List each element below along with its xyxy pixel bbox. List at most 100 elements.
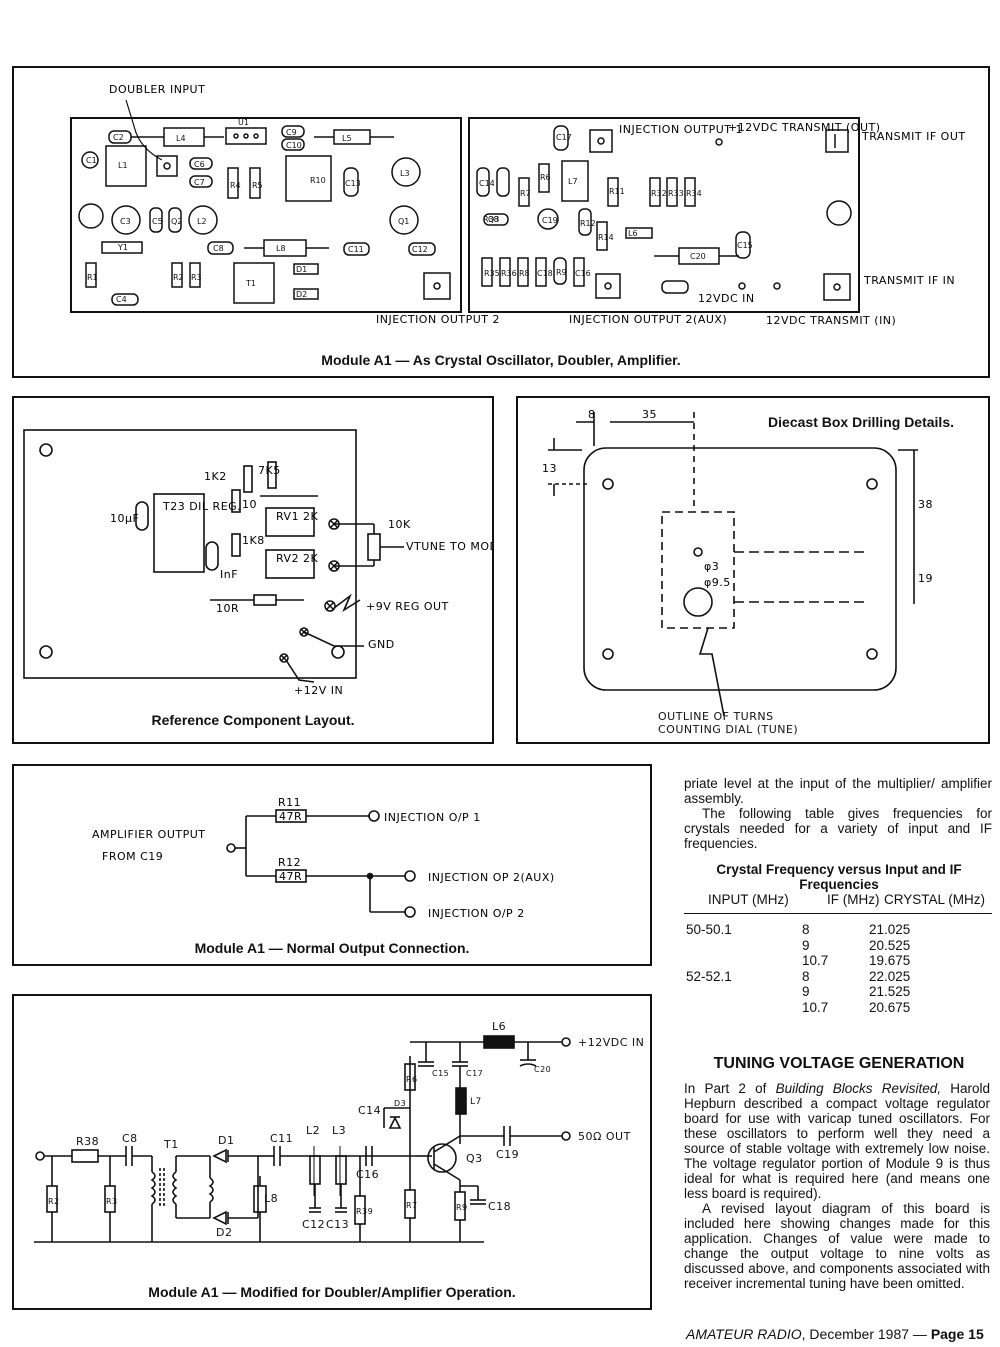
v12-in-label: +12VDC IN: [578, 1036, 644, 1049]
component-designator: C7: [194, 178, 205, 187]
component-designator: U1: [238, 118, 249, 127]
component-designator: D2: [296, 290, 307, 299]
doubler-amp-schematic: R38 C8 T1 D1 D2 C11 L2 L3 L8 R2 R3 C12 C…: [34, 1020, 644, 1243]
component-designator: C4: [116, 295, 127, 304]
reg-label: T23 DIL REG.: [162, 500, 241, 513]
r1k8-label: 1K8: [242, 534, 265, 547]
table-cell: 10.7: [802, 1000, 829, 1015]
from-c19-label: FROM C19: [102, 850, 163, 863]
component-designator: R3: [191, 273, 202, 282]
component-designator: C12: [412, 245, 428, 254]
article-paragraph-1: priate level at the input of the multipl…: [684, 776, 992, 806]
component-designator: C3: [120, 217, 131, 226]
r11-value: 47R: [279, 810, 302, 823]
dim-35: 35: [642, 408, 657, 421]
component-designator: R5: [252, 181, 263, 190]
component-designator: C9: [286, 128, 297, 137]
dim-38: 38: [918, 498, 933, 511]
rv2-label: RV2 2K: [276, 552, 319, 565]
component-designator: Q3: [488, 215, 499, 224]
drilling-details-diagram: 8 35 13 38 19 φ3 φ9.5: [542, 408, 933, 717]
table-cell: 19.675: [869, 953, 911, 969]
pcb-layout-diagram: DOUBLER INPUT: [70, 83, 966, 327]
dim-19: 19: [918, 572, 933, 585]
injection-op1-label: INJECTION O/P 1: [384, 811, 481, 824]
rv1-label: RV1 2K: [276, 510, 319, 523]
article-p3-start: In Part 2 of: [684, 1081, 776, 1096]
dim-8: 8: [588, 408, 596, 421]
t1-label: T1: [163, 1138, 179, 1151]
amp-output-label: AMPLIFIER OUTPUT: [92, 828, 206, 841]
component-designator: R32: [651, 189, 667, 198]
c19-label: C19: [496, 1148, 519, 1161]
vtune-label: VTUNE TO MODULE G1: [406, 540, 492, 553]
component-designator: L5: [342, 134, 352, 143]
c16-label: C16: [356, 1168, 379, 1181]
component-designator: Q1: [398, 217, 409, 226]
table-cell: 9: [802, 937, 810, 953]
table-cell: 20.525: [869, 937, 911, 953]
component-designator: Y1: [117, 243, 128, 252]
r9-label: R9: [456, 1203, 468, 1212]
footer-magazine: AMATEUR RADIO: [686, 1326, 802, 1342]
component-designator: C20: [690, 252, 706, 261]
table-cell: 10.7: [802, 953, 829, 969]
gnd-label: GND: [368, 638, 395, 651]
component-designator: C14: [479, 179, 495, 188]
component-designator: C5: [152, 217, 163, 226]
reference-layout-diagram: T23 DIL REG. 10µF 1K2 7K5 10 1K8 RV1 2K …: [23, 429, 492, 697]
component-designator: R4: [230, 181, 241, 190]
r39-label: R39: [356, 1207, 373, 1216]
table-cell: 8: [802, 968, 810, 984]
c15-label: C15: [432, 1069, 449, 1078]
doubler-amp-caption: Module A1 — Modified for Doubler/Amplifi…: [148, 1284, 516, 1300]
component-designator: C15: [737, 241, 753, 250]
l6-label: L6: [492, 1020, 506, 1033]
r10k-label: 10K: [388, 518, 411, 531]
r10r-label: 10R: [216, 602, 239, 615]
dim-phi95: φ9.5: [704, 576, 731, 589]
c14-label: C14: [358, 1104, 381, 1117]
component-designator: C6: [194, 160, 205, 169]
transmit-if-out-label: TRANSMIT IF OUT: [861, 130, 966, 143]
article-body: In Part 2 of Building Blocks Revisited, …: [684, 1081, 990, 1291]
pcb-layout-caption: Module A1 — As Crystal Oscillator, Doubl…: [321, 352, 681, 368]
table-header-if: IF (MHz): [827, 892, 880, 907]
d2-label: D2: [216, 1226, 232, 1239]
r3-label: R3: [106, 1197, 118, 1206]
r10-label: 10: [242, 498, 257, 511]
component-designator: L7: [568, 177, 578, 186]
c12-label: C12: [302, 1218, 325, 1231]
c11-label: C11: [270, 1132, 293, 1145]
table-cell: 9: [802, 984, 810, 1000]
page-footer: AMATEUR RADIO, December 1987 — Page 15: [686, 1326, 984, 1342]
table-cell: 22.025: [869, 968, 911, 984]
r7-label: R7: [406, 1201, 418, 1210]
table-cell: 21.525: [869, 984, 911, 1000]
d1-label: D1: [218, 1134, 234, 1147]
r38-label: R38: [76, 1135, 99, 1148]
component-designator: R7: [520, 189, 531, 198]
r11-label: R11: [278, 796, 301, 809]
l7-label: L7: [470, 1097, 482, 1107]
doubler-input-label: DOUBLER INPUT: [109, 83, 205, 96]
drilling-details-title: Diecast Box Drilling Details.: [768, 414, 954, 430]
table-header-input: INPUT (MHz): [708, 892, 789, 907]
injection-output-2-label: INJECTION OUTPUT 2: [376, 313, 500, 326]
component-designator: C11: [348, 245, 364, 254]
dial-outline-note: OUTLINE OF TURNS COUNTING DIAL (TUNE): [658, 710, 799, 736]
component-designator: R10: [310, 176, 326, 185]
l2-label: L2: [306, 1124, 320, 1137]
injection-op2-aux-label: INJECTION OP 2(AUX): [428, 871, 555, 884]
component-designator: R14: [598, 233, 614, 242]
section-title: TUNING VOLTAGE GENERATION: [713, 1055, 965, 1072]
transmit-if-in-label: TRANSMIT IF IN: [863, 274, 955, 287]
table-rule: [684, 913, 992, 914]
c8-label: C8: [122, 1132, 138, 1145]
table-cell: 52-52.1: [686, 968, 732, 984]
c17-label: C17: [466, 1069, 483, 1078]
component-designator: L2: [197, 217, 207, 226]
component-designator: C8: [213, 244, 224, 253]
component-designator: R6: [540, 173, 551, 182]
v12in-label: +12V IN: [294, 684, 343, 697]
